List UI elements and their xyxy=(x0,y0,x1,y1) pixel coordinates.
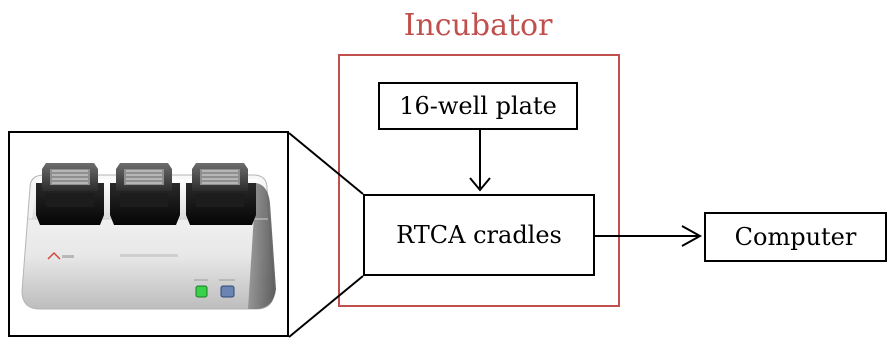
instrument-illustration xyxy=(21,163,276,310)
rtca-cradles-node: RTCA cradles xyxy=(363,194,595,276)
plate-node: 16-well plate xyxy=(378,82,578,130)
photo-to-rtca-upper-line xyxy=(288,132,364,195)
computer-node-label: Computer xyxy=(734,223,857,251)
incubator-boundary xyxy=(338,54,620,307)
instrument-photo xyxy=(8,131,289,337)
photo-to-rtca-lower-line xyxy=(288,275,364,338)
incubator-title: Incubator xyxy=(403,8,553,43)
rtca-node-label: RTCA cradles xyxy=(396,221,562,249)
rtca-to-computer-arrowhead xyxy=(681,225,703,247)
plate-to-rtca-arrowhead xyxy=(469,177,491,192)
plate-node-label: 16-well plate xyxy=(399,92,557,120)
computer-node: Computer xyxy=(704,212,887,262)
